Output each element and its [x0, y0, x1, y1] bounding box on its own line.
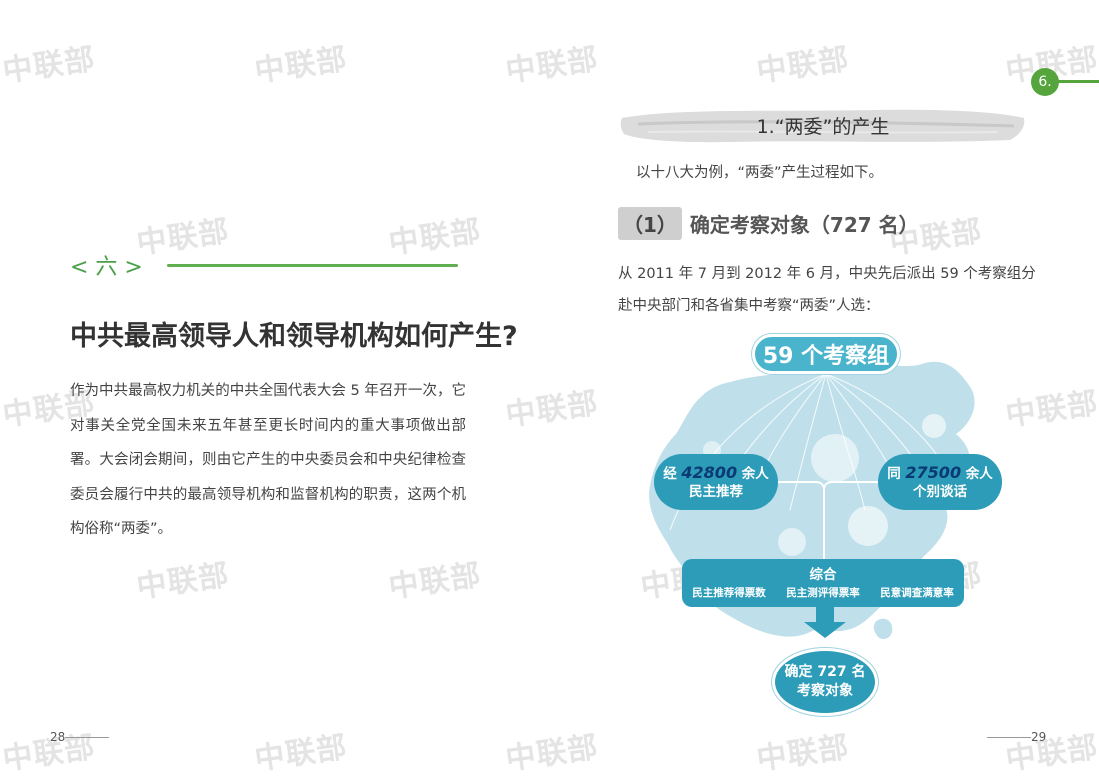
combined-item: 民意调查满意率: [880, 587, 954, 599]
combined-item: 民主测评得票率: [786, 587, 860, 599]
subheading: （1） 确定考察对象（727 名）: [618, 207, 919, 240]
combined-title: 综合: [809, 567, 837, 583]
process-diagram: 59 个考察组 经 42800 余人 民主推荐 同 27500 余人 个别谈话 …: [640, 330, 1002, 720]
recommendation-bubble: 经 42800 余人 民主推荐: [654, 454, 778, 510]
page-title: 中共最高领导人和领导机构如何产生?: [70, 321, 518, 352]
chapter-rule: [166, 263, 458, 267]
chapter-tab-badge: 6.: [1031, 68, 1059, 96]
bubble-number: 42800: [681, 462, 738, 482]
page-number-rule: [987, 736, 1031, 738]
intro-text: 以十八大为例，“两委”产生过程如下。: [636, 165, 884, 181]
body-paragraph: 从 2011 年 7 月到 2012 年 6 月，中央先后派出 59 个考察组分…: [618, 266, 1036, 314]
map-highlight: [922, 414, 946, 438]
watermark: 中联部: [252, 41, 350, 90]
subheading-number: （1）: [618, 207, 682, 240]
bubble-number: 27500: [905, 462, 962, 482]
brush-stroke-background: [620, 109, 1025, 143]
map-highlight: [778, 528, 806, 556]
combined-items: 民主推荐得票数 民主测评得票率 民意调查满意率: [682, 585, 964, 600]
watermark: 中联部: [134, 557, 232, 606]
page-number-text: 28: [50, 730, 66, 744]
bubble-suffix: 余人: [737, 465, 769, 482]
result-line-2: 考察对象: [797, 683, 853, 699]
bubble-line-2: 个别谈话: [913, 483, 967, 500]
watermark: 中联部: [252, 729, 350, 778]
chapter-header: < 六 >: [70, 248, 458, 282]
body-paragraph: 作为中共最高权力机关的中共全国代表大会 5 年召开一次，它对事关全党全国未来五年…: [70, 383, 466, 537]
map-highlight: [811, 434, 859, 482]
connector-right: [823, 481, 878, 491]
watermark: 中联部: [754, 41, 852, 90]
down-arrow-icon: [804, 607, 846, 638]
section-title: 1.“两委”的产生: [756, 116, 890, 138]
bubble-line-1: 经 42800 余人: [663, 462, 769, 483]
watermark: 中联部: [754, 729, 852, 778]
watermark: 中联部: [503, 385, 601, 434]
page-number-rule: [65, 736, 110, 738]
subheading-text: 确定考察对象（727 名）: [689, 213, 919, 237]
watermark: 中联部: [503, 41, 601, 90]
bubble-prefix: 经: [663, 465, 682, 482]
watermark: 中联部: [386, 557, 484, 606]
chapter-tab-line: [1055, 80, 1099, 83]
watermark: 中联部: [1003, 385, 1099, 434]
bubble-line-2: 民主推荐: [689, 483, 743, 500]
map-highlight: [848, 506, 888, 546]
combined-criteria-box: 综合 民主推荐得票数 民主测评得票率 民意调查满意率: [682, 559, 964, 607]
inspection-groups-pill: 59 个考察组: [752, 334, 900, 374]
page-number-left: 28: [50, 730, 110, 744]
combined-item: 民主推荐得票数: [692, 587, 766, 599]
chapter-label: < 六 >: [70, 255, 143, 280]
bubble-line-1: 同 27500 余人: [887, 462, 993, 483]
china-map-island: [873, 618, 893, 640]
watermark: 中联部: [503, 729, 601, 778]
result-oval: 确定 727 名 考察对象: [772, 648, 878, 716]
page-number-text: 29: [1031, 730, 1047, 744]
interview-bubble: 同 27500 余人 个别谈话: [878, 454, 1002, 510]
bubble-prefix: 同: [887, 465, 906, 482]
result-line-1: 确定 727 名: [784, 664, 866, 680]
watermark: 中联部: [0, 41, 98, 90]
bubble-suffix: 余人: [961, 465, 993, 482]
page-number-right: 29: [987, 730, 1046, 744]
